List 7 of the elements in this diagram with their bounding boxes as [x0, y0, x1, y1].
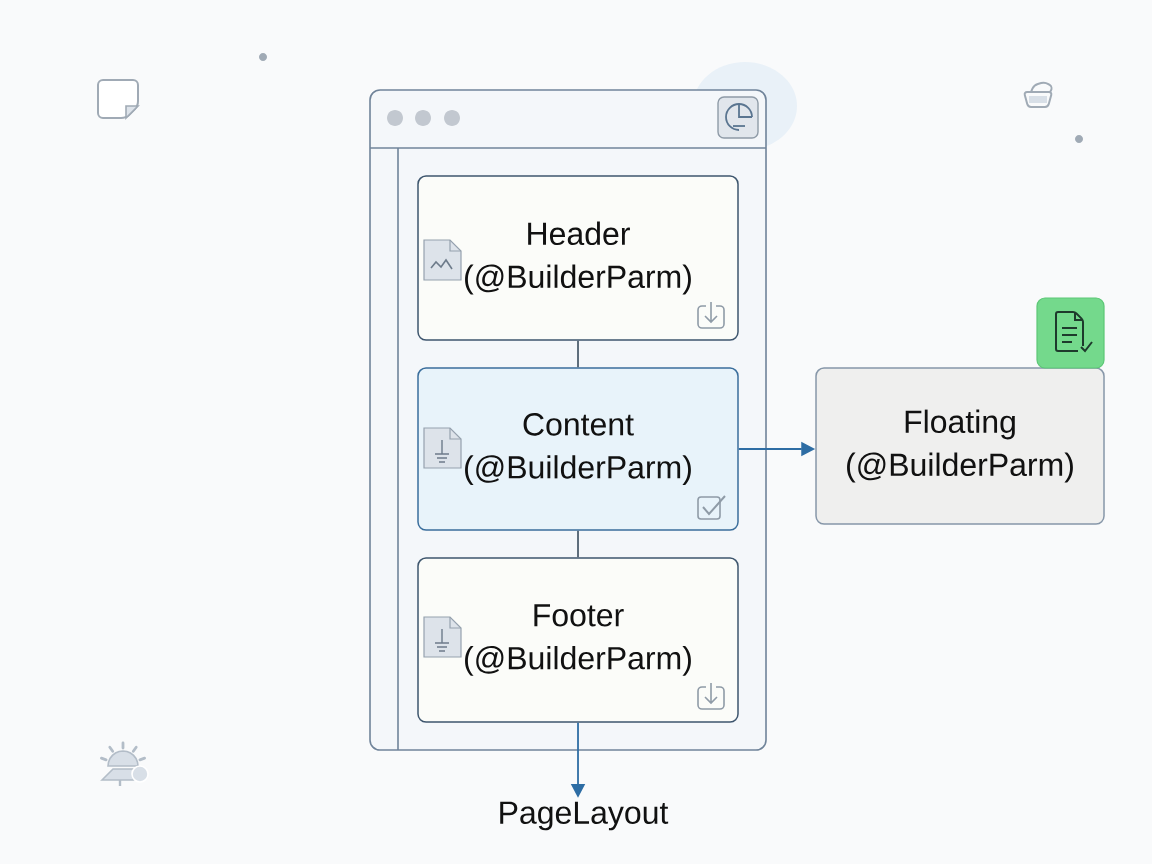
- panel-box: Floating (@BuilderParm): [815, 367, 1105, 525]
- connector-line: [577, 529, 579, 559]
- section-box: Footer (@BuilderParm): [417, 557, 739, 723]
- section-box: Header (@BuilderParm): [417, 175, 739, 341]
- node-label: PageLayout: [500, 801, 669, 831]
- section-box: Content (@BuilderParm): [417, 367, 739, 531]
- connector-line: [577, 339, 579, 369]
